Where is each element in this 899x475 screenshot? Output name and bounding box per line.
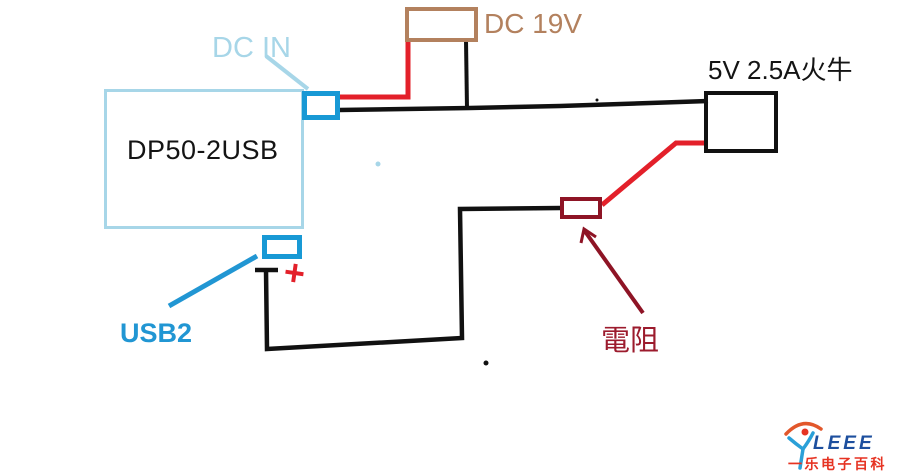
module-label: DP50-2USB (127, 135, 279, 165)
resistor-box (560, 197, 602, 219)
usb-connector-box (262, 235, 302, 259)
logo-brand: LEEE (813, 433, 875, 454)
dc19v-plug-box (405, 7, 478, 42)
wire-black-usb-loop (263, 205, 562, 352)
dc19v-label: DC 19V (484, 8, 583, 39)
resistor-pointer-line (582, 228, 645, 315)
dcin-label: DC IN (212, 32, 291, 64)
module-box (104, 89, 304, 229)
wire-red-dcin-to-plug (336, 40, 411, 100)
ink-dot-black (483, 360, 489, 366)
adapter-label: 5V 2.5A火牛 (708, 55, 853, 85)
ink-speck (595, 98, 599, 102)
ink-dot-blue (375, 161, 381, 167)
dcin-pointer-line (264, 54, 310, 91)
wire-black-main (338, 98, 709, 113)
logo: LEEE 一乐电子百科 (780, 415, 895, 473)
usb2-pointer-line (167, 253, 259, 309)
dcin-connector-box (302, 91, 340, 120)
wire-red-resistor-to-adapter (600, 140, 708, 207)
resistor-pointer-arrowhead (579, 226, 597, 244)
logo-figure-icon (784, 421, 823, 470)
resistor-label: 電阻 (601, 325, 660, 357)
adapter-box (704, 91, 778, 153)
usb2-label: USB2 (120, 318, 193, 348)
logo-caption: 一乐电子百科 (788, 456, 887, 472)
wire-black-plug-drop (464, 39, 469, 110)
